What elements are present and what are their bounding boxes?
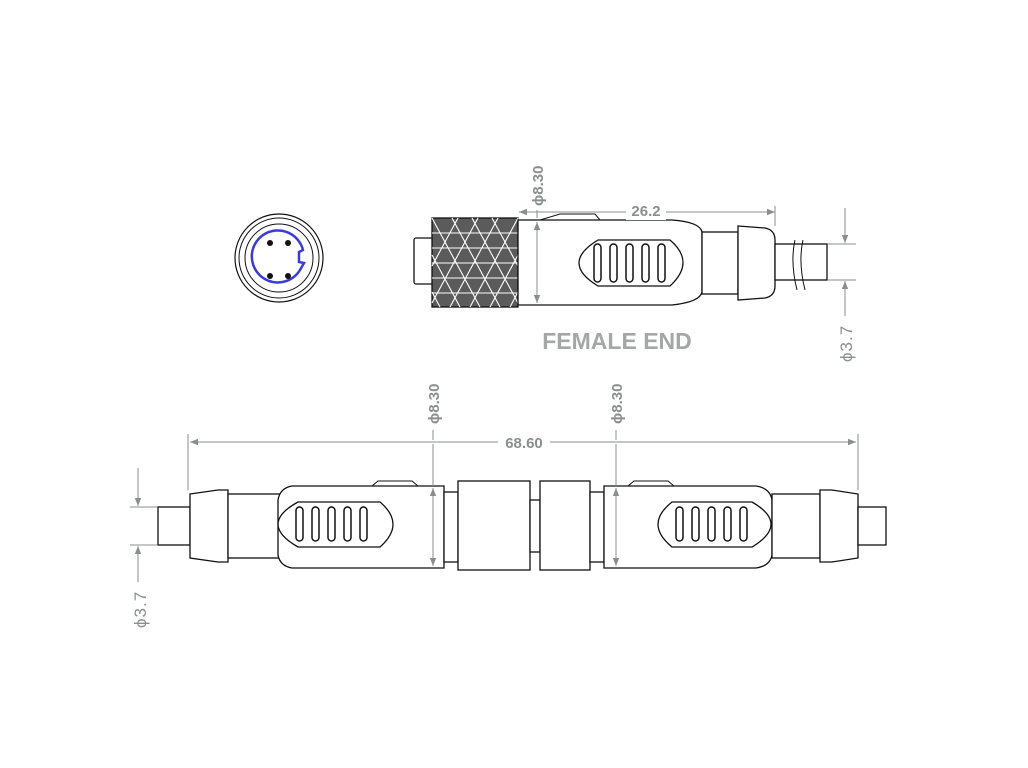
female-end-caption: FEMALE END — [542, 328, 692, 354]
knurl-pattern — [431, 217, 519, 308]
female-diameter-label: ϕ8.30 — [530, 166, 547, 206]
assembly-left-diameter-dimension: ϕ8.30 — [426, 384, 443, 566]
assembly-right-diameter-dimension: ϕ8.30 — [609, 384, 626, 566]
assembly-length-label: 68.60 — [505, 435, 543, 452]
assembly-left-diameter-label: ϕ8.30 — [426, 384, 443, 424]
female-cable-diameter-label: ϕ3.7 — [837, 325, 856, 362]
connector-front-view — [234, 213, 324, 303]
assembly-coupling — [457, 480, 591, 571]
female-cable-diameter-dimension: ϕ3.7 — [828, 208, 856, 362]
female-length-label: 26.2 — [631, 203, 660, 220]
assembly-cable-diameter-dimension: ϕ3.7 — [130, 468, 157, 628]
female-diameter-dimension: ϕ8.30 — [530, 166, 547, 303]
assembly-right-diameter-label: ϕ8.30 — [609, 384, 626, 424]
pin — [267, 273, 273, 279]
pin-ring — [250, 229, 306, 284]
assembly-left-connector — [157, 480, 459, 569]
female-connector-side-view — [413, 213, 828, 308]
pin — [285, 273, 291, 279]
assembly-right-connector — [589, 480, 887, 569]
assembly-cable-diameter-label: ϕ3.7 — [131, 591, 150, 628]
female-length-dimension: 26.2 — [519, 202, 776, 226]
pin — [267, 240, 273, 246]
assembly-length-dimension: 68.60 — [187, 432, 859, 490]
pin — [285, 240, 291, 246]
